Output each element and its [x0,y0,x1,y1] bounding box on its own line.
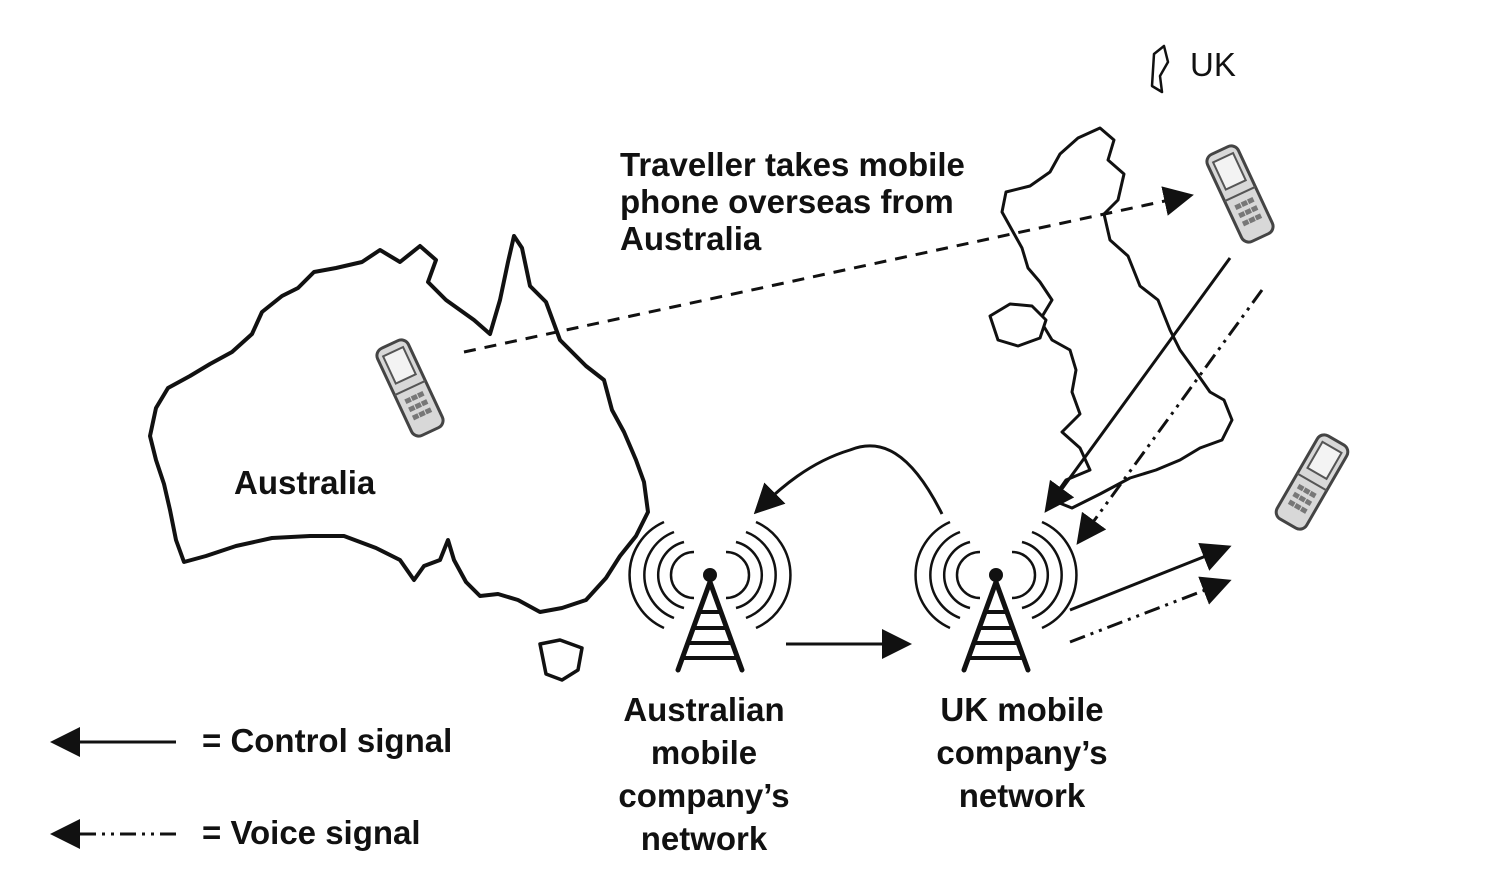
traveller-caption-line-2: phone overseas from [620,183,954,220]
shetland-islands-map [1150,44,1170,94]
control-arrow-phone-to-uk-network [1044,257,1232,513]
australian-network-label-line-1: Australian [623,691,785,728]
voice-arrow-phone-to-uk-network [1076,289,1264,545]
tasmania-map [538,638,584,682]
uk-network-label-line-2: company’s [936,734,1108,771]
traveller-caption-line-1: Traveller takes mobile [620,146,965,183]
control-arrow-uk-network-to-receiver [1069,542,1232,612]
voice-arrow-uk-network-to-receiver [1069,576,1232,644]
uk-network-label: UK mobile company’s network [908,688,1136,817]
australian-network-label: Australian mobile company’s network [592,688,816,860]
uk-network-label-line-3: network [958,777,1086,814]
traveller-caption: Traveller takes mobile phone overseas fr… [620,146,965,257]
phone-receiver-icon [1271,430,1353,534]
australia-label: Australia [234,464,376,501]
uk-label: UK [1190,46,1236,83]
australian-network-label-line-2: mobile [650,734,758,771]
legend-voice-label: = Voice signal [202,814,421,851]
control-arrow-uk-to-au-network [753,444,944,515]
northern-ireland-map [988,302,1048,348]
australian-network-tower-icon [630,522,791,670]
phone-uk-icon [1202,141,1278,247]
uk-network-label-line-1: UK mobile [940,691,1104,728]
legend-control-label: = Control signal [202,722,453,759]
australian-network-label-line-3: company’s [618,777,790,814]
traveller-caption-line-3: Australia [620,220,762,257]
travel-arrow [463,186,1194,354]
australian-network-label-line-4: network [640,820,768,857]
uk-network-tower-icon [916,522,1077,670]
australia-map [148,234,650,614]
